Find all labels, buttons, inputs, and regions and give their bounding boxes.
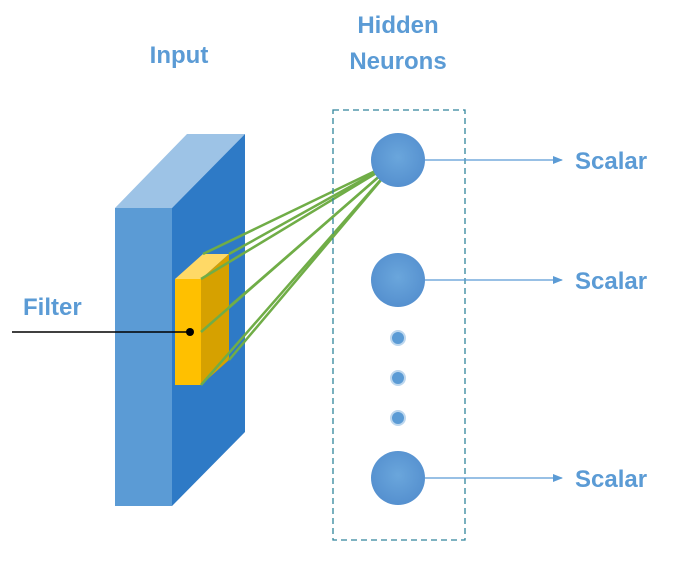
- hidden-label-line2: Neurons: [349, 48, 446, 75]
- hidden-layer-frame: [332, 109, 466, 541]
- connection-line: [228, 159, 399, 361]
- connection-line: [228, 158, 399, 256]
- output-label-3: Scalar: [575, 466, 647, 493]
- ellipsis-dot: [390, 370, 406, 386]
- filter-label: Filter: [23, 294, 82, 321]
- filter-pointer: [12, 328, 194, 336]
- hidden-label-line1: Hidden: [357, 12, 438, 39]
- output-arrows: [425, 156, 563, 482]
- input-volume-top-face: [115, 134, 245, 208]
- ellipsis-dot: [390, 330, 406, 346]
- filter-pointer-dot: [186, 328, 194, 336]
- filter-block: [175, 254, 229, 385]
- hidden-neurons: [371, 133, 425, 505]
- connection-line: [228, 159, 399, 308]
- neuron-2: [371, 253, 425, 307]
- neuron-n: [371, 451, 425, 505]
- neuron-1: [371, 133, 425, 187]
- input-volume-front-face: [115, 208, 172, 506]
- output-label-2: Scalar: [575, 268, 647, 295]
- connection-line: [200, 158, 399, 281]
- filter-connections: [200, 158, 399, 386]
- filter-top-face: [175, 254, 229, 279]
- output-label-1: Scalar: [575, 148, 647, 175]
- input-label: Input: [150, 42, 209, 69]
- connection-line: [202, 158, 399, 256]
- ellipsis-dot: [390, 410, 406, 426]
